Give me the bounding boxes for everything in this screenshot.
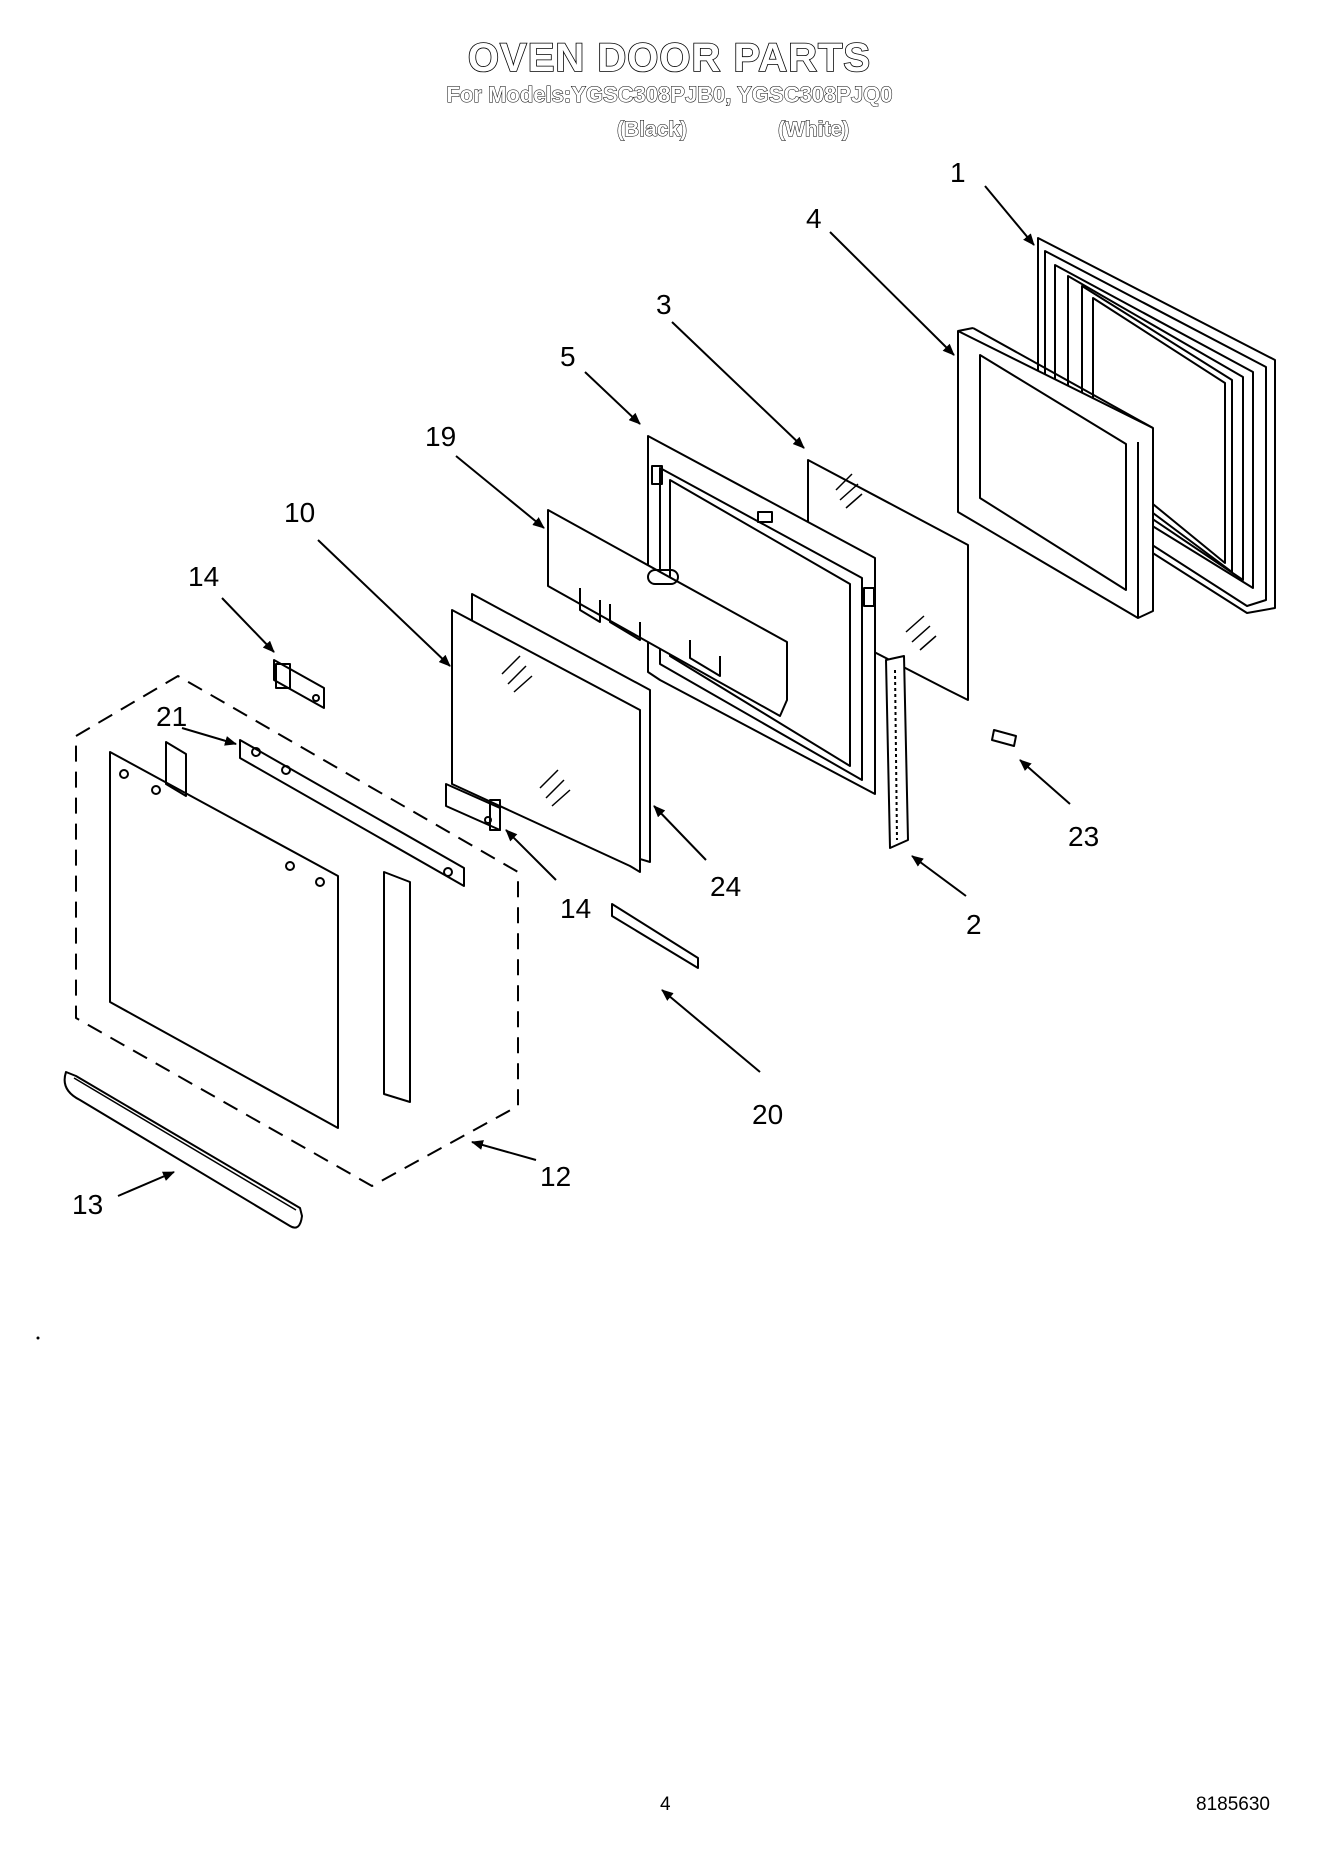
- callout-label: 24: [710, 871, 741, 902]
- variant-white-label: (White): [777, 118, 850, 142]
- callout-labels: 1 4 3 5 19 10 14 21 14 24 2 23 20 12 13: [72, 157, 1099, 1220]
- page-title: OVEN DOOR PARTS: [467, 35, 872, 81]
- callout-label: 2: [966, 909, 982, 940]
- callout-label: 10: [284, 497, 315, 528]
- callout-label: 14: [188, 561, 219, 592]
- part-19-insulation-shield: [547, 509, 788, 717]
- models-line: For Models:YGSC308PJB0, YGSC308PJQ0: [446, 82, 893, 108]
- part-12-outer-door-assembly: [75, 675, 519, 1187]
- callout-label: 4: [806, 203, 822, 234]
- part-20-trim-strip: [611, 903, 699, 969]
- callout-label: 14: [560, 893, 591, 924]
- part-13-door-handle: [63, 1071, 303, 1229]
- stray-dot: [36, 1336, 40, 1340]
- part-10-front-glass: [451, 609, 641, 873]
- part-2-door-vent: [885, 655, 909, 849]
- part-23-door-clip: [991, 729, 1017, 747]
- callout-label: 5: [560, 341, 576, 372]
- part-21-door-top-strip: [239, 739, 465, 887]
- page-number: 4: [660, 1794, 671, 1815]
- part-14-upper-hinge-bracket: [273, 659, 325, 709]
- callout-label: 23: [1068, 821, 1099, 852]
- callout-label: 1: [950, 157, 966, 188]
- leader-lines: [117, 185, 1071, 1197]
- part-14-lower-hinge-bracket: [445, 783, 501, 831]
- callout-label: 21: [156, 701, 187, 732]
- callout-label: 13: [72, 1189, 103, 1220]
- callout-label: 19: [425, 421, 456, 452]
- callout-label: 12: [540, 1161, 571, 1192]
- part-4-door-frame: [957, 327, 1154, 619]
- callout-label: 3: [656, 289, 672, 320]
- variant-black-label: (Black): [616, 118, 688, 142]
- document-number: 8185630: [1196, 1794, 1270, 1815]
- callout-label: 20: [752, 1099, 783, 1130]
